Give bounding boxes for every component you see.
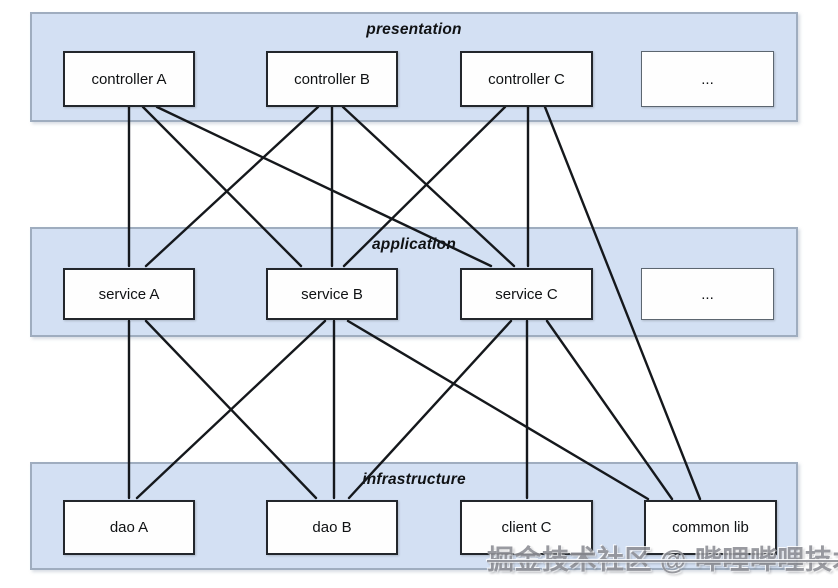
node-common-lib: common lib — [644, 500, 777, 555]
node-label-controller-a: controller A — [91, 70, 167, 88]
node-label-common-lib: common lib — [672, 519, 749, 536]
node-presentation-more: ... — [641, 51, 774, 107]
node-label-service-a: service A — [98, 285, 160, 303]
node-label-dao-a: dao A — [109, 519, 149, 536]
node-label-presentation-more: ... — [701, 70, 714, 88]
node-service-c: service C — [460, 268, 593, 320]
layer-title-infrastructure: infrastructure — [362, 471, 466, 488]
node-dao-a: dao A — [63, 500, 195, 555]
node-label-controller-b: controller B — [294, 70, 370, 88]
watermark-text: 掘金技术社区 @ 哔哩哔哩技术 — [487, 545, 838, 575]
node-controller-a: controller A — [63, 51, 195, 107]
node-label-service-c: service C — [495, 285, 558, 303]
node-client-c: client C — [460, 500, 593, 555]
node-label-service-b: service B — [301, 285, 363, 303]
node-application-more: ... — [641, 268, 774, 320]
layer-title-presentation: presentation — [366, 21, 462, 38]
node-label-application-more: ... — [701, 285, 714, 303]
node-controller-b: controller B — [266, 51, 398, 107]
node-dao-b: dao B — [266, 500, 398, 555]
node-controller-c: controller C — [460, 51, 593, 107]
layer-title-application: application — [371, 236, 456, 253]
node-service-b: service B — [266, 268, 398, 320]
node-label-client-c: client C — [501, 519, 552, 536]
node-service-a: service A — [63, 268, 195, 320]
node-label-controller-c: controller C — [488, 70, 565, 88]
node-label-dao-b: dao B — [312, 519, 352, 536]
